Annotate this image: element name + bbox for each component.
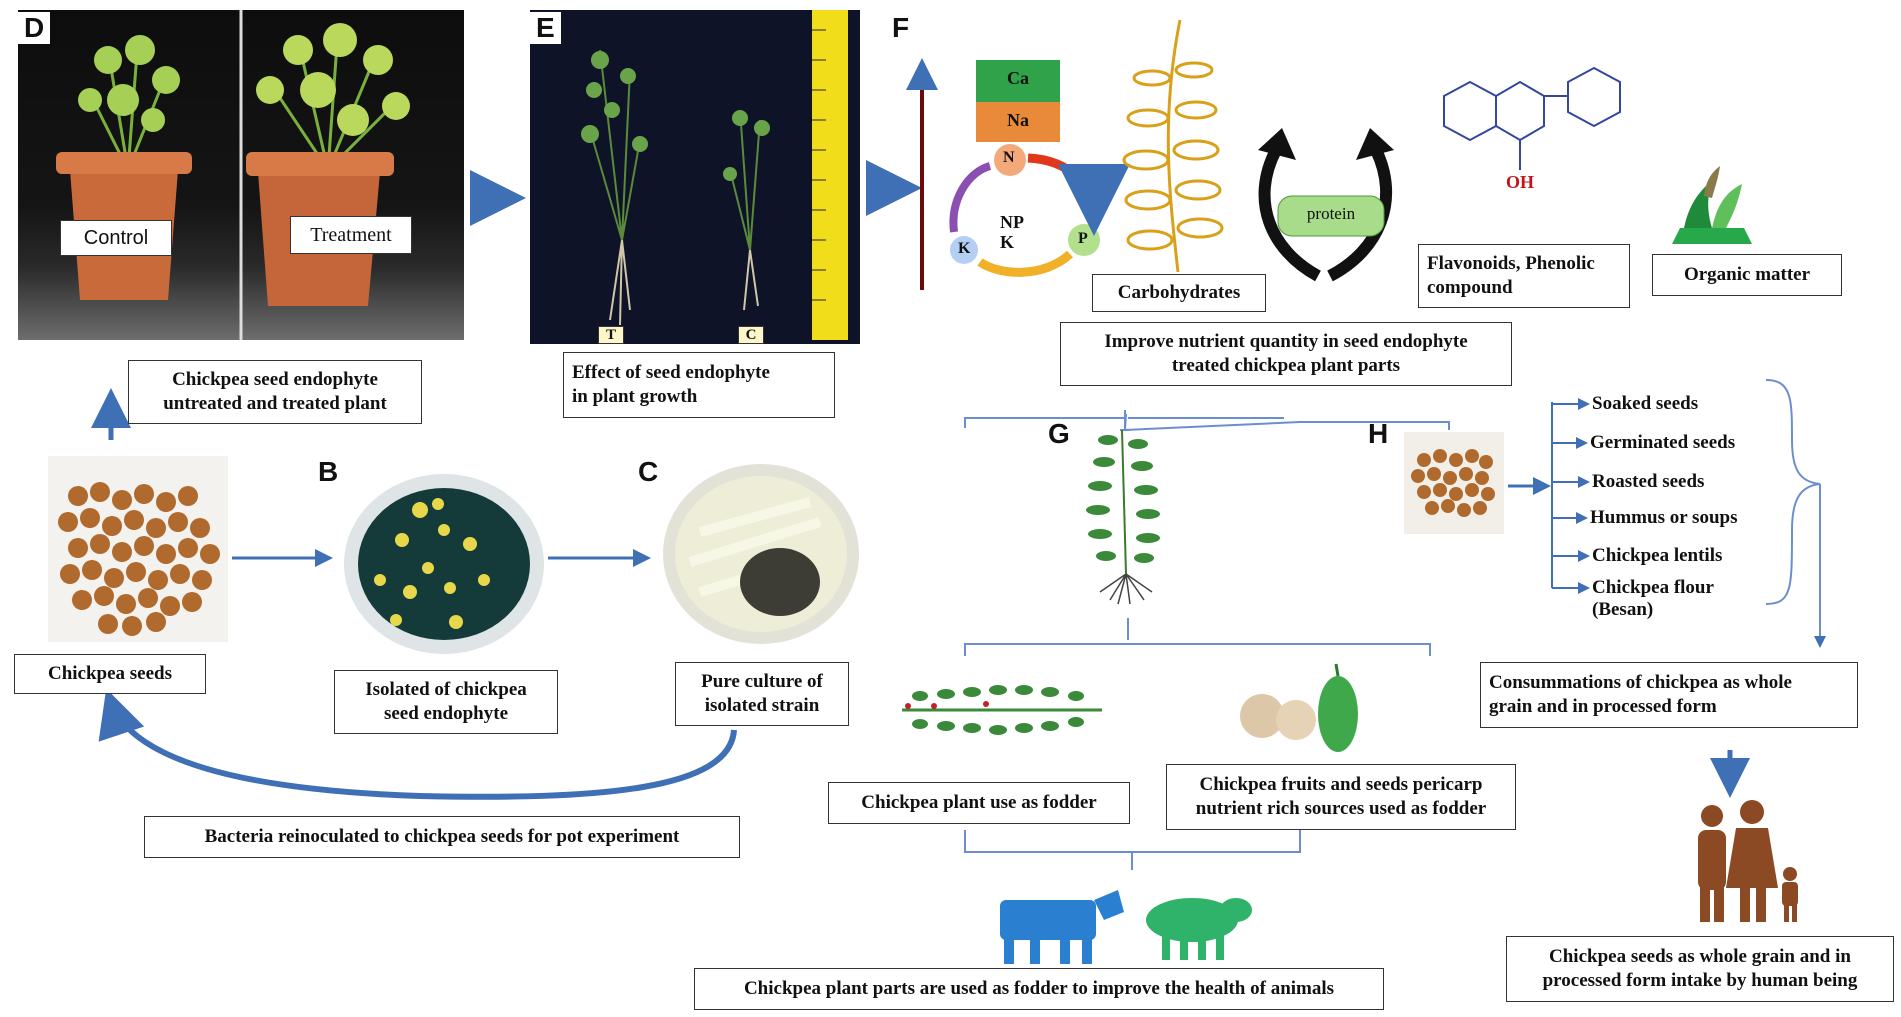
panel-letter-c: C: [638, 456, 659, 487]
panel-letter-f: F: [892, 12, 910, 43]
treatment-label: Treatment: [290, 216, 412, 254]
panel-d-photo: Control Treatment: [18, 10, 464, 340]
fodder-plant-box: Chickpea plant use as fodder: [828, 782, 1130, 824]
c-label: C: [738, 326, 764, 344]
carbohydrates-box: Carbohydrates: [1092, 274, 1266, 312]
chickpea-seeds-photo: [48, 456, 228, 642]
plant-growth-illustration: [581, 10, 848, 340]
h-item-3: Hummus or soups: [1590, 507, 1738, 528]
cow-icon: [1000, 890, 1124, 964]
t-label: T: [598, 326, 624, 344]
reinoculated-box: Bacteria reinoculated to chickpea seeds …: [144, 816, 740, 858]
panel-letter-b: B: [318, 456, 339, 487]
protein-label: protein: [1306, 204, 1356, 223]
control-label: Control: [60, 220, 172, 256]
arrow-reinoculate: [98, 688, 737, 800]
h-item-0: Soaked seeds: [1592, 393, 1699, 414]
p-label: P: [1078, 230, 1088, 247]
h-item-2: Roasted seeds: [1592, 471, 1705, 492]
organic-matter-icon: [1672, 166, 1752, 244]
consumption-box: Consummations of chickpea as whole grain…: [1480, 662, 1858, 728]
chickpea-seeds-box: Chickpea seeds: [14, 654, 206, 694]
panel-e-photo: T C: [530, 10, 860, 344]
human-intake-box: Chickpea seeds as whole grain and in pro…: [1506, 936, 1894, 1002]
e-caption: Effect of seed endophyte in plant growth: [563, 352, 835, 418]
family-icon: [1698, 800, 1798, 922]
oh-label: OH: [1506, 172, 1535, 192]
fruits-pericarp-box: Chickpea fruits and seeds pericarp nutri…: [1166, 764, 1516, 830]
chickpea-plant-icon: [1086, 429, 1160, 605]
panel-letter-g: G: [1048, 418, 1070, 449]
isolate-plate-photo: [340, 470, 548, 656]
animal-health-box: Chickpea plant parts are used as fodder …: [694, 968, 1384, 1010]
fruits-seeds-icon: [1240, 663, 1358, 752]
protein-arrow-left: [1258, 147, 1321, 282]
n-label: N: [1003, 149, 1015, 166]
carbohydrate-leaf: [1122, 19, 1224, 273]
npk-label: NP K: [1000, 212, 1024, 252]
pure-culture-photo: [660, 462, 862, 646]
sheep-icon: [1146, 898, 1252, 960]
k-label: K: [958, 240, 971, 257]
na-label: Na: [1007, 110, 1029, 130]
panel-letter-h: H: [1368, 418, 1389, 449]
h-item-1: Germinated seeds: [1590, 432, 1736, 453]
pure-culture-box: Pure culture of isolated strain: [675, 662, 849, 726]
d-caption: Chickpea seed endophyte untreated and tr…: [128, 360, 422, 424]
flavonoid-structure: [1443, 66, 1621, 170]
bracket-g-bottom: [964, 618, 1431, 656]
fodder-branch-icon: [902, 685, 1102, 735]
improve-box: Improve nutrient quantity in seed endoph…: [1060, 322, 1512, 386]
panel-letter-e: E: [530, 12, 561, 44]
bracket-animals: [964, 830, 1301, 870]
panel-letter-d: D: [18, 12, 51, 44]
isolated-box: Isolated of chickpea seed endophyte: [334, 670, 558, 734]
h-item-4: Chickpea lentils: [1592, 545, 1723, 566]
ca-label: Ca: [1007, 68, 1029, 88]
h-seeds-photo: [1404, 432, 1504, 534]
organic-matter-box: Organic matter: [1652, 254, 1842, 296]
flavonoids-box: Flavonoids, Phenolic compound: [1418, 244, 1630, 308]
h-item-5: Chickpea flour (Besan): [1592, 577, 1714, 620]
